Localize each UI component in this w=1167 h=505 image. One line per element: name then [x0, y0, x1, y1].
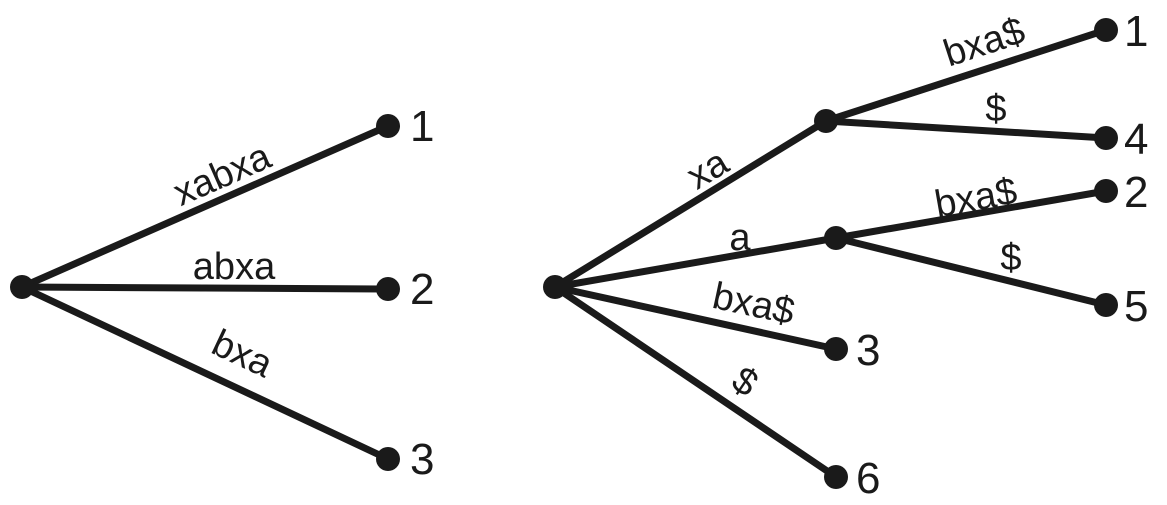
- right-leaf-label-3: 3: [856, 326, 880, 375]
- right-edge-label-xa: xa: [680, 141, 737, 198]
- right-edge-label-xa-dollar: $: [985, 88, 1006, 130]
- right-edge-label-a-dollar: $: [1000, 237, 1021, 279]
- right-edge-a-dollar: [832, 234, 1110, 309]
- right-leaf-label-1: 1: [1124, 7, 1148, 56]
- left-edge-label-2: abxa: [193, 246, 276, 288]
- left-leaf-node-1: [376, 114, 400, 138]
- right-leaf-node-1: [1094, 18, 1118, 42]
- left-leaf-node-3: [376, 447, 400, 471]
- right-edge-label-xa-bxa: bxa$: [939, 10, 1030, 75]
- right-edge-bxa: [551, 283, 840, 353]
- right-edge-label-a-bxa: bxa$: [932, 170, 1020, 226]
- left-edge-3: [18, 283, 392, 463]
- right-leaf-node-4: [1094, 126, 1118, 150]
- left-edge-1: [18, 122, 392, 291]
- left-leaf-label-2: 2: [410, 265, 434, 314]
- right-edge-xa-dollar: [822, 117, 1110, 142]
- right-tree: xa bxa$ $ a bxa$ $ bxa$ $ 1 4 2 5 3 6: [543, 7, 1148, 503]
- left-leaf-label-3: 3: [410, 435, 434, 484]
- right-edge-dollar: [551, 283, 840, 481]
- right-leaf-node-6: [824, 465, 848, 489]
- left-root-node: [10, 275, 34, 299]
- left-leaf-label-1: 1: [410, 102, 434, 151]
- right-leaf-label-6: 6: [856, 454, 880, 503]
- left-edge-2: [18, 283, 392, 293]
- right-leaf-label-2: 2: [1124, 168, 1148, 217]
- right-root-node: [543, 275, 567, 299]
- right-leaf-label-5: 5: [1124, 282, 1148, 331]
- right-edge-xa: [551, 117, 830, 291]
- right-internal-node-a: [824, 226, 848, 250]
- right-edge-label-dollar: $: [724, 359, 765, 406]
- right-edge-a: [551, 234, 840, 291]
- right-leaf-node-3: [824, 337, 848, 361]
- right-internal-node-xa: [814, 109, 838, 133]
- right-edge-a-bxa: [832, 187, 1110, 242]
- left-edge-label-1: xabxa: [167, 135, 278, 215]
- right-edge-label-a: a: [729, 217, 751, 259]
- right-leaf-node-2: [1094, 179, 1118, 203]
- right-leaf-label-4: 4: [1124, 115, 1148, 164]
- left-leaf-node-2: [376, 277, 400, 301]
- left-tree: xabxa abxa bxa 1 2 3: [10, 102, 434, 484]
- right-edge-xa-bxa: [822, 26, 1110, 125]
- right-leaf-node-5: [1094, 293, 1118, 317]
